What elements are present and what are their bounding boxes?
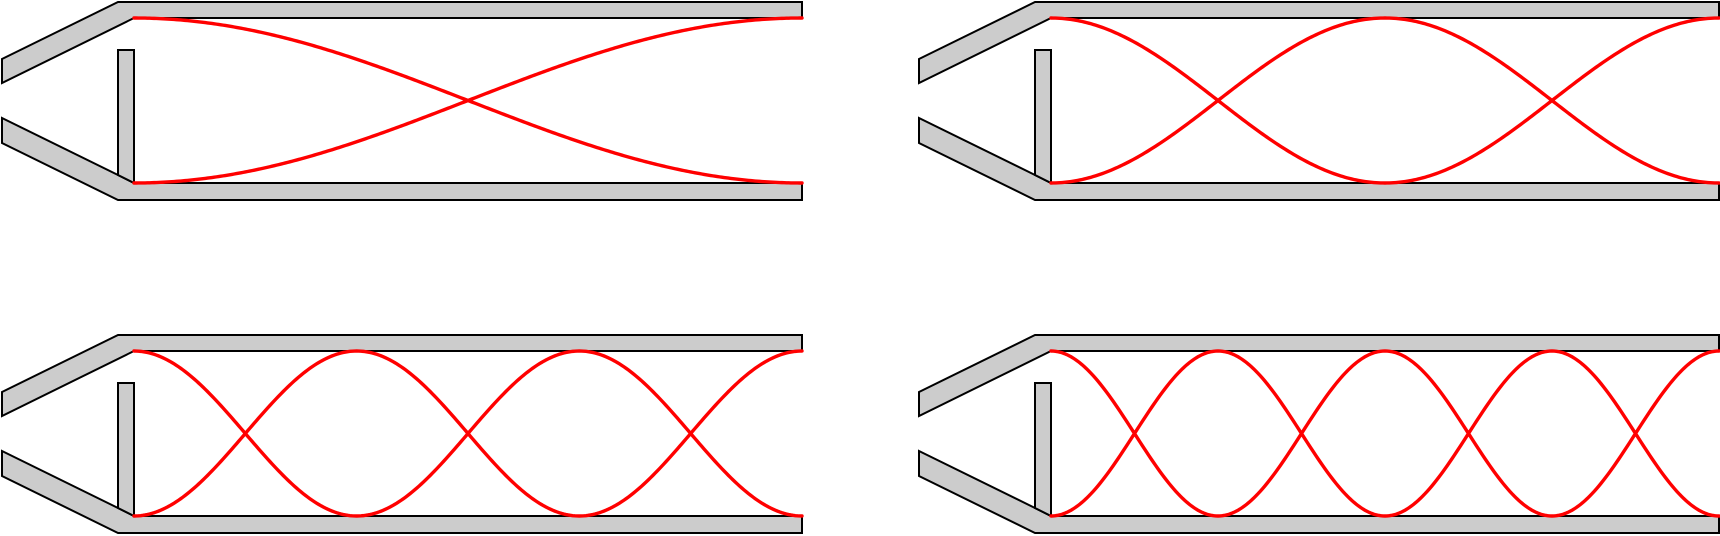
pipe-mode-1 bbox=[1, 1, 804, 201]
wave-envelope-upper bbox=[1049, 16, 1720, 185]
pipe-mode-3 bbox=[1, 334, 804, 534]
labium-edge bbox=[117, 49, 135, 185]
wave-envelope-lower bbox=[132, 16, 804, 185]
labium-edge bbox=[1034, 382, 1052, 518]
wave-envelope-upper bbox=[1049, 349, 1720, 518]
wave-envelope-lower bbox=[1049, 349, 1720, 518]
wave-envelope-lower bbox=[1049, 16, 1720, 185]
labium-edge bbox=[117, 382, 135, 518]
labium-edge bbox=[1034, 49, 1052, 185]
pipe-mode-4 bbox=[918, 334, 1720, 534]
wave-envelope-lower bbox=[132, 349, 804, 518]
pipe-mode-2 bbox=[918, 1, 1720, 201]
